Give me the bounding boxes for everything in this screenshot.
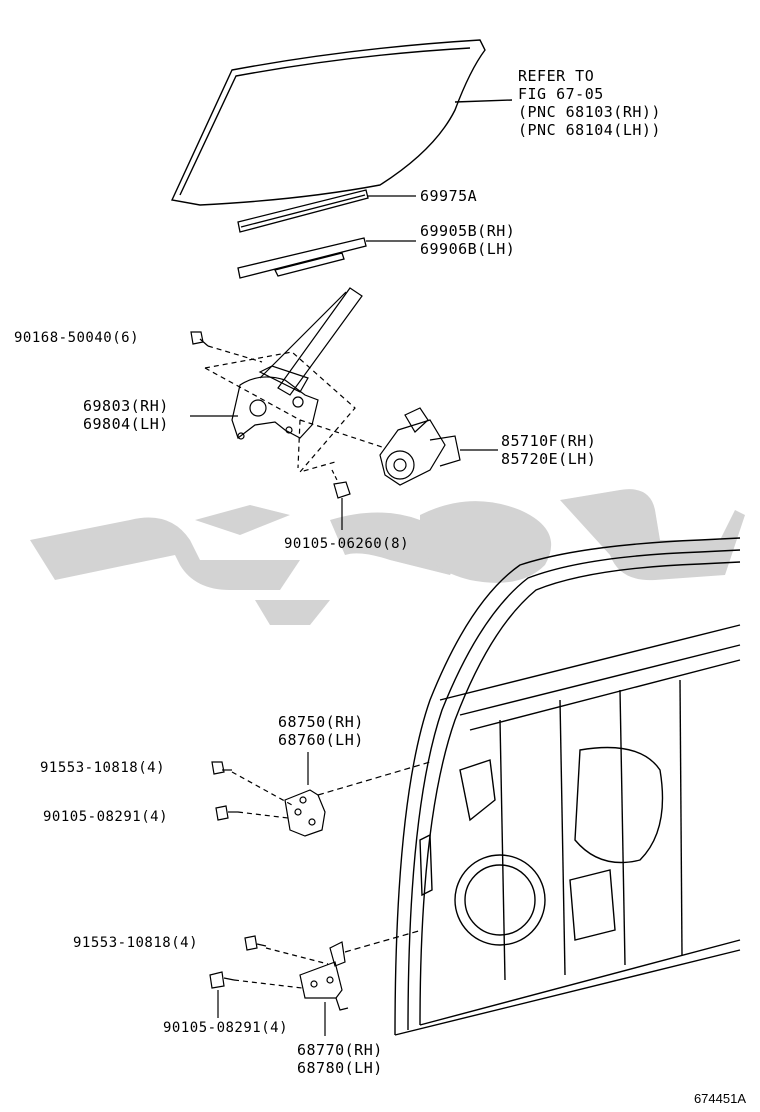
lower-hinge-screw-icon <box>244 935 329 965</box>
part-label-line: 68780(LH) <box>297 1059 383 1077</box>
part-label-lower-hinge-screw: 91553-10818(4) <box>73 935 199 951</box>
window-regulator <box>190 287 386 474</box>
upper-hinge <box>284 752 431 837</box>
part-label-line: 68770(RH) <box>297 1041 383 1059</box>
regulator-motor <box>379 407 498 486</box>
part-label-motor: 85710F(RH) 85720E(LH) <box>501 432 596 468</box>
part-label-lower-hinge: 68770(RH) 68780(LH) <box>297 1041 383 1077</box>
door-glass <box>170 39 513 206</box>
part-label-line: 85710F(RH) <box>501 432 597 450</box>
part-label-bolt-regulator: 90105-06260(8) <box>284 536 410 552</box>
refer-note: REFER TO FIG 67-05 (PNC 68103(RH)) (PNC … <box>518 67 661 139</box>
part-label-line: 68750(RH) <box>278 713 364 731</box>
part-label-upper-hinge-bolt: 90105-08291(4) <box>43 809 169 825</box>
lower-hinge <box>299 929 423 1036</box>
upper-hinge-screw-icon <box>211 761 293 806</box>
refer-note-line: REFER TO <box>518 67 595 85</box>
watermark-logo <box>30 489 745 625</box>
part-label-weatherstrip: 69905B(RH) 69906B(LH) <box>420 222 515 258</box>
part-label-regulator: 69803(RH) 69804(LH) <box>83 397 169 433</box>
part-label-line: 68760(LH) <box>278 731 364 749</box>
bolt-regulator-icon <box>331 469 351 530</box>
upper-hinge-bolt-icon <box>215 805 289 821</box>
figure-id: 674451A <box>693 1091 746 1106</box>
weatherstrip <box>237 237 416 279</box>
part-label-lower-hinge-bolt: 90105-08291(4) <box>163 1020 289 1036</box>
part-label-screw-top: 90168-50040(6) <box>14 330 140 346</box>
part-label-upper-hinge-screw: 91553-10818(4) <box>40 760 166 776</box>
part-label-line: 69804(LH) <box>83 415 169 433</box>
refer-note-line: (PNC 68104(LH)) <box>518 121 661 139</box>
lower-hinge-bolt-icon <box>209 971 303 1018</box>
glass-run-channel <box>237 189 416 233</box>
part-label-line: 69906B(LH) <box>420 240 516 258</box>
refer-note-line: FIG 67-05 <box>518 85 604 103</box>
screw-top-icon <box>190 331 263 363</box>
refer-note-line: (PNC 68103(RH)) <box>518 103 661 121</box>
part-label-line: 85720E(LH) <box>501 450 597 468</box>
part-label-line: 69803(RH) <box>83 397 169 415</box>
part-label-upper-hinge: 68750(RH) 68760(LH) <box>278 713 364 749</box>
door-shell <box>394 537 741 1036</box>
part-label-line: 69905B(RH) <box>420 222 516 240</box>
part-label-glass-run: 69975A <box>420 187 478 205</box>
